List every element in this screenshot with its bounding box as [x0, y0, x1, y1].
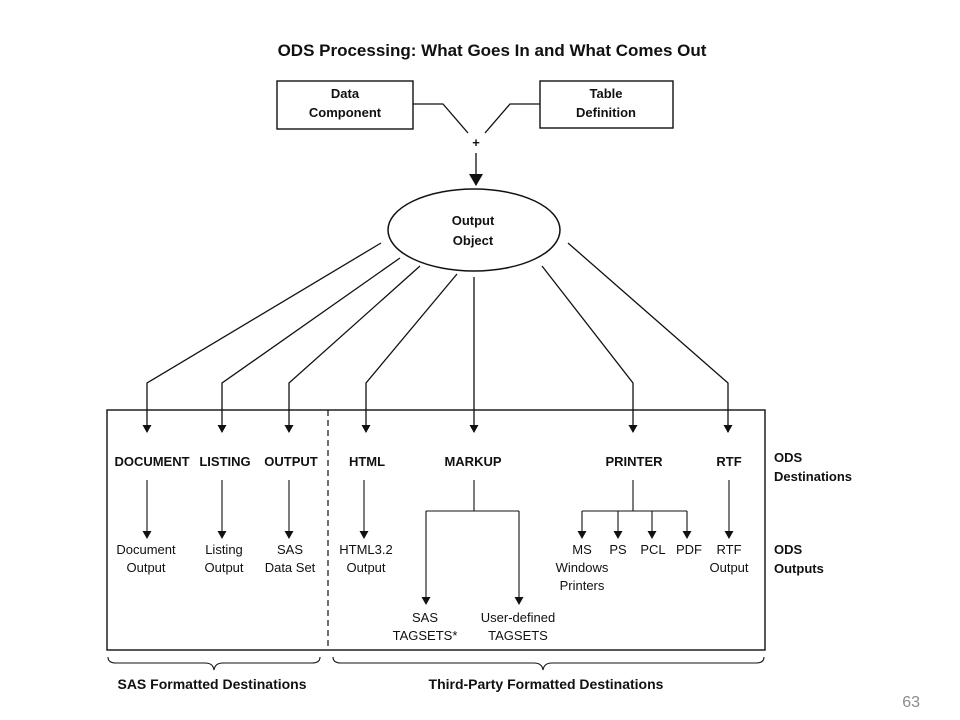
destination-html: HTML	[349, 454, 385, 469]
output-document-line2: Output	[126, 560, 165, 575]
output-rtf-line1: RTF	[716, 542, 741, 557]
output-object-label-line1: Output	[452, 213, 495, 228]
ods-destinations-label-line2: Destinations	[774, 469, 852, 484]
output-ms-line3: Printers	[560, 578, 605, 593]
arrow-to-printer	[541, 265, 638, 433]
data-component-box	[276, 80, 414, 130]
arrow-to-document	[142, 242, 382, 433]
plus-sign: +	[472, 135, 480, 150]
ods-outputs-label-line2: Outputs	[774, 561, 824, 576]
ods-destinations-label-line1: ODS	[774, 450, 803, 465]
arrow-to-html	[361, 273, 458, 433]
arrow-to-output	[284, 265, 421, 433]
page-number: 63	[902, 694, 920, 711]
output-user-tagsets-line2: TAGSETS	[488, 628, 548, 643]
destination-rtf: RTF	[716, 454, 741, 469]
data-component-label-line1: Data	[331, 86, 360, 101]
diagram-title: ODS Processing: What Goes In and What Co…	[278, 41, 707, 60]
output-object-ellipse	[387, 188, 561, 272]
destination-markup: MARKUP	[444, 454, 501, 469]
table-definition-connector	[484, 103, 540, 134]
destinations-box	[106, 409, 766, 651]
output-ps: PS	[609, 542, 627, 557]
destination-output: OUTPUT	[264, 454, 318, 469]
data-component-label-line2: Component	[309, 105, 382, 120]
output-sas-tagsets-line1: SAS	[412, 610, 438, 625]
output-pdf: PDF	[676, 542, 702, 557]
output-sas-tagsets-line2: TAGSETS*	[393, 628, 458, 643]
table-definition-label-line2: Definition	[576, 105, 636, 120]
data-component-connector	[413, 103, 469, 134]
output-dataset-line2: Data Set	[265, 560, 316, 575]
output-ms-line1: MS	[572, 542, 592, 557]
third-party-formatted-destinations-label: Third-Party Formatted Destinations	[429, 676, 664, 692]
output-html-line1: HTML3.2	[339, 542, 392, 557]
arrow-to-rtf	[567, 242, 733, 433]
output-listing-line1: Listing	[205, 542, 243, 557]
output-ms-line2: Windows	[556, 560, 609, 575]
arrow-to-listing	[217, 257, 401, 433]
destination-document: DOCUMENT	[114, 454, 189, 469]
output-listing-line2: Output	[204, 560, 243, 575]
output-object-label-line2: Object	[453, 233, 494, 248]
ods-outputs-label-line1: ODS	[774, 542, 803, 557]
destination-printer: PRINTER	[605, 454, 663, 469]
output-pcl: PCL	[640, 542, 665, 557]
destination-listing: LISTING	[199, 454, 250, 469]
output-html-line2: Output	[346, 560, 385, 575]
table-definition-box	[539, 80, 674, 129]
table-definition-label-line1: Table	[590, 86, 623, 101]
output-user-tagsets-line1: User-defined	[481, 610, 555, 625]
output-rtf-line2: Output	[709, 560, 748, 575]
sas-formatted-brace	[107, 656, 321, 671]
output-dataset-line1: SAS	[277, 542, 303, 557]
sas-formatted-destinations-label: SAS Formatted Destinations	[117, 676, 306, 692]
third-party-brace	[332, 656, 765, 671]
output-document-line1: Document	[116, 542, 176, 557]
